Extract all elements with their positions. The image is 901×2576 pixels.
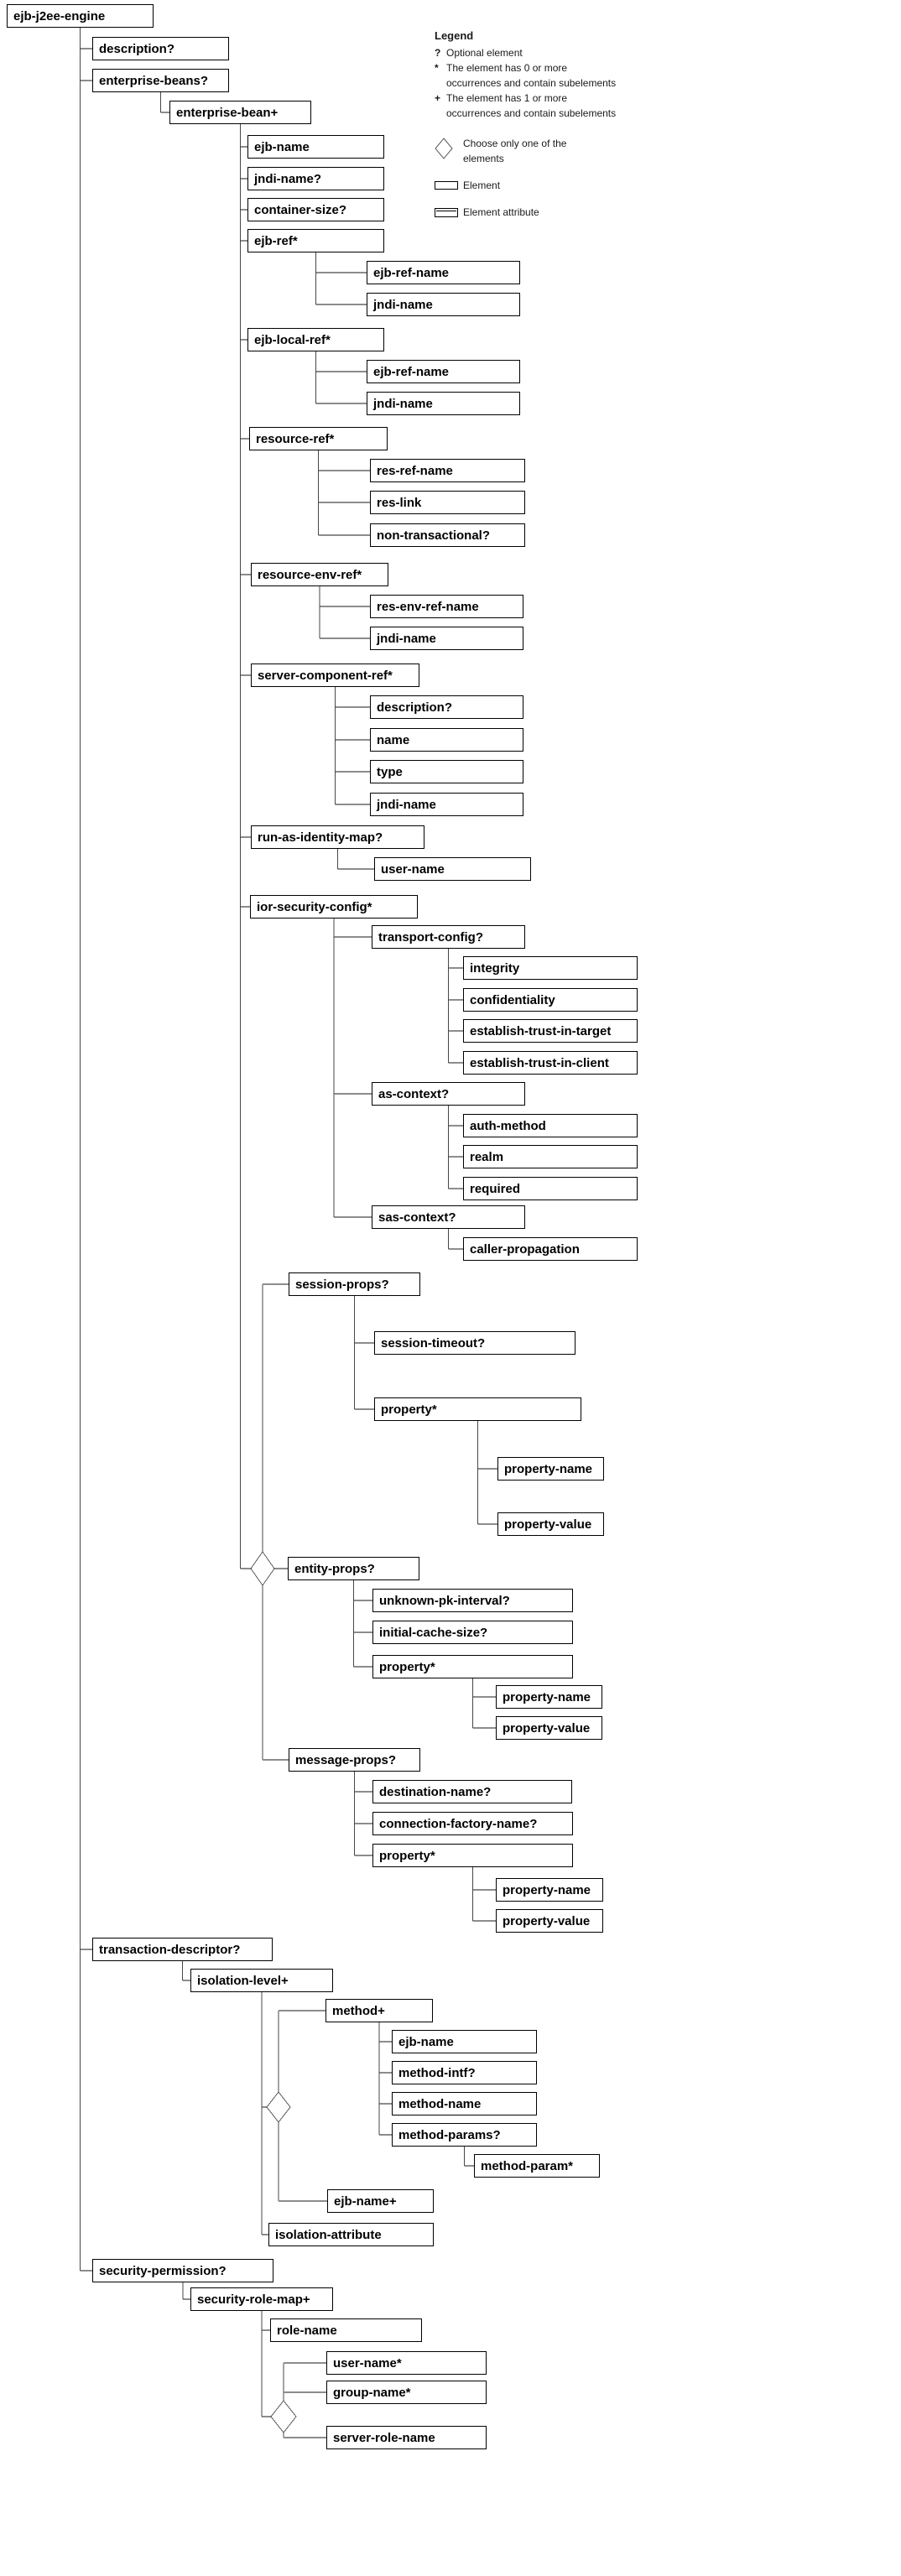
asterisk-symbol: * <box>435 62 439 74</box>
element-box-mparams: method-params? <box>392 2123 537 2147</box>
element-box-tconf: transport-config? <box>372 925 525 949</box>
element-box-pn3: property-name <box>496 1878 603 1902</box>
element-box-mparam: method-param* <box>474 2154 600 2178</box>
element-box-rern: res-env-ref-name <box>370 595 523 618</box>
element-box-resenvref: resource-env-ref* <box>251 563 388 586</box>
legend-text: occurrences and contain subelements <box>446 77 617 89</box>
legend-text: Choose only one of the <box>463 138 567 149</box>
legend-text: The element has 1 or more <box>446 92 568 104</box>
element-box-unames: user-name* <box>326 2351 487 2375</box>
element-box-rrn: res-ref-name <box>370 459 525 482</box>
element-box-ett: establish-trust-in-target <box>463 1019 638 1043</box>
element-box-ern1: ejb-ref-name <box>367 261 520 284</box>
element-box-reqd: required <box>463 1177 638 1200</box>
legend-text: Optional element <box>446 47 523 59</box>
legend-item-element: Element <box>435 178 711 193</box>
legend-item-choice: Choose only one of the elements <box>435 136 711 166</box>
element-box-resref: resource-ref* <box>249 427 388 450</box>
element-box-etc2: establish-trust-in-client <box>463 1051 638 1075</box>
element-box-integ: integrity <box>463 956 638 980</box>
element-box-secperm: security-permission? <box>92 2259 273 2282</box>
element-box-runas: run-as-identity-map? <box>251 825 424 849</box>
element-box-eprops: entity-props? <box>288 1557 419 1580</box>
legend-text: Element attribute <box>463 206 539 218</box>
element-box-ejbnamep: ejb-name+ <box>327 2189 434 2213</box>
element-box-pv2: property-value <box>496 1716 602 1740</box>
element-box-realm: realm <box>463 1145 638 1168</box>
element-box-confid: confidentiality <box>463 988 638 1012</box>
element-box-unkpk: unknown-pk-interval? <box>372 1589 573 1612</box>
element-box-dname: destination-name? <box>372 1780 572 1803</box>
element-box-pv3: property-value <box>496 1909 603 1933</box>
element-box-iorsec: ior-security-config* <box>250 895 418 919</box>
element-box-ejbname2: ejb-name <box>392 2030 537 2053</box>
legend-heading: Legend <box>435 29 474 42</box>
element-box-jn2: jndi-name <box>367 392 520 415</box>
element-box-ntx: non-transactional? <box>370 523 525 547</box>
element-box-isoattr: isolation-attribute <box>268 2223 434 2246</box>
element-box-pn2: property-name <box>496 1685 602 1709</box>
legend-text: occurrences and contain subelements <box>446 107 617 119</box>
choice-diamond-icon <box>435 138 453 159</box>
legend-item-one-or-more: + The element has 1 or more occurrences … <box>435 91 711 121</box>
question-mark-symbol: ? <box>435 47 441 59</box>
legend-item-element-attribute: Element attribute <box>435 205 711 220</box>
element-box-jn4: jndi-name <box>370 793 523 816</box>
element-box-txdesc: transaction-descriptor? <box>92 1938 273 1961</box>
element-box-sasctx: sas-context? <box>372 1205 525 1229</box>
element-box-ern2: ejb-ref-name <box>367 360 520 383</box>
legend-text: Element <box>463 180 501 191</box>
element-box-authm: auth-method <box>463 1114 638 1137</box>
element-icon <box>435 181 458 190</box>
element-box-uname1: user-name <box>374 857 531 881</box>
element-box-prop2: property* <box>372 1655 573 1678</box>
element-box-pn1: property-name <box>497 1457 604 1481</box>
element-box-jn1: jndi-name <box>367 293 520 316</box>
choice-diamond <box>270 2400 297 2433</box>
element-box-cfname: connection-factory-name? <box>372 1812 573 1835</box>
element-box-jndiq: jndi-name? <box>247 167 384 190</box>
element-attribute-icon <box>435 208 458 217</box>
legend-item-optional: ? Optional element <box>435 45 711 60</box>
legend-text: The element has 0 or more <box>446 62 568 74</box>
element-box-desc1: description? <box>92 37 229 60</box>
element-box-asctx: as-context? <box>372 1082 525 1106</box>
element-box-gnames: group-name* <box>326 2381 487 2404</box>
element-box-desc2: description? <box>370 695 523 719</box>
element-box-mprops: message-props? <box>289 1748 420 1772</box>
element-box-pv1: property-value <box>497 1512 604 1536</box>
element-box-ejbname1: ejb-name <box>247 135 384 159</box>
element-box-ejbref: ejb-ref* <box>247 229 384 252</box>
element-box-csize: container-size? <box>247 198 384 221</box>
legend-item-zero-or-more: * The element has 0 or more occurrences … <box>435 60 711 91</box>
element-box-jn3: jndi-name <box>370 627 523 650</box>
choice-diamond <box>250 1551 275 1586</box>
element-box-prop1: property* <box>374 1397 581 1421</box>
element-box-ejblocal: ejb-local-ref* <box>247 328 384 351</box>
element-box-scref: server-component-ref* <box>251 664 419 687</box>
element-box-sprops: session-props? <box>289 1272 420 1296</box>
element-box-prop3: property* <box>372 1844 573 1867</box>
element-box-stimeout: session-timeout? <box>374 1331 575 1355</box>
element-box-rlink: res-link <box>370 491 525 514</box>
element-box-ebean: enterprise-bean+ <box>169 101 311 124</box>
element-box-rolename: role-name <box>270 2318 422 2342</box>
element-box-isolvl: isolation-level+ <box>190 1969 333 1992</box>
element-box-callerp: caller-propagation <box>463 1237 638 1261</box>
legend-text: elements <box>463 153 504 164</box>
element-box-mname: method-name <box>392 2092 537 2115</box>
element-box-ebeans: enterprise-beans? <box>92 69 229 92</box>
element-box-srname: server-role-name <box>326 2426 487 2449</box>
element-box-icache: initial-cache-size? <box>372 1621 573 1644</box>
choice-diamond <box>266 2091 291 2123</box>
element-box-mintf: method-intf? <box>392 2061 537 2084</box>
element-box-type1: type <box>370 760 523 783</box>
plus-symbol: + <box>435 92 441 104</box>
element-box-method: method+ <box>326 1999 433 2022</box>
element-box-root: ejb-j2ee-engine <box>7 4 154 28</box>
element-box-srmap: security-role-map+ <box>190 2287 333 2311</box>
legend: Legend ? Optional element * The element … <box>435 29 711 228</box>
element-box-name1: name <box>370 728 523 752</box>
